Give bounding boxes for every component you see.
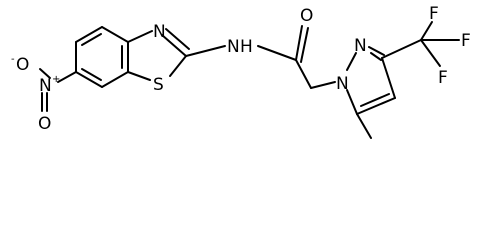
amide-hydrogen-label: H — [240, 37, 253, 57]
nitro-oxygen-top-label: O — [16, 55, 29, 75]
amide-linkage-bonds — [185, 25, 336, 89]
methyl-bond — [356, 113, 372, 139]
fluorine-right-label: F — [461, 31, 471, 51]
molecule-diagram: O - N + O N S N H O N N F F F — [11, 4, 471, 139]
pyrazole-nitrogen-2-label: N — [354, 36, 367, 56]
thiazole-nitrogen-label: N — [153, 22, 166, 42]
thiazole-sulfur-label: S — [153, 75, 164, 95]
fluorine-bottom-label: F — [438, 68, 448, 88]
nitro-group-bonds — [39, 68, 77, 112]
nitro-oxygen-bottom-label: O — [38, 114, 51, 134]
molecule-structure: O - N + O N S N H O N N F F F — [11, 4, 471, 139]
trifluoromethyl-bonds — [381, 21, 460, 67]
nitro-nitrogen-charge: + — [52, 74, 60, 85]
pyrazole-nitrogen-1-label: N — [336, 74, 349, 94]
nitro-nitrogen-label: N — [39, 76, 52, 96]
pyrazole-ring — [346, 46, 396, 115]
nitro-oxygen-charge: - — [11, 54, 15, 65]
thiazole-ring — [127, 28, 190, 81]
fluorine-top-label: F — [429, 4, 439, 24]
amide-nitrogen-label: N — [227, 37, 240, 57]
benzene-ring — [75, 26, 129, 88]
carbonyl-oxygen-label: O — [300, 6, 313, 26]
